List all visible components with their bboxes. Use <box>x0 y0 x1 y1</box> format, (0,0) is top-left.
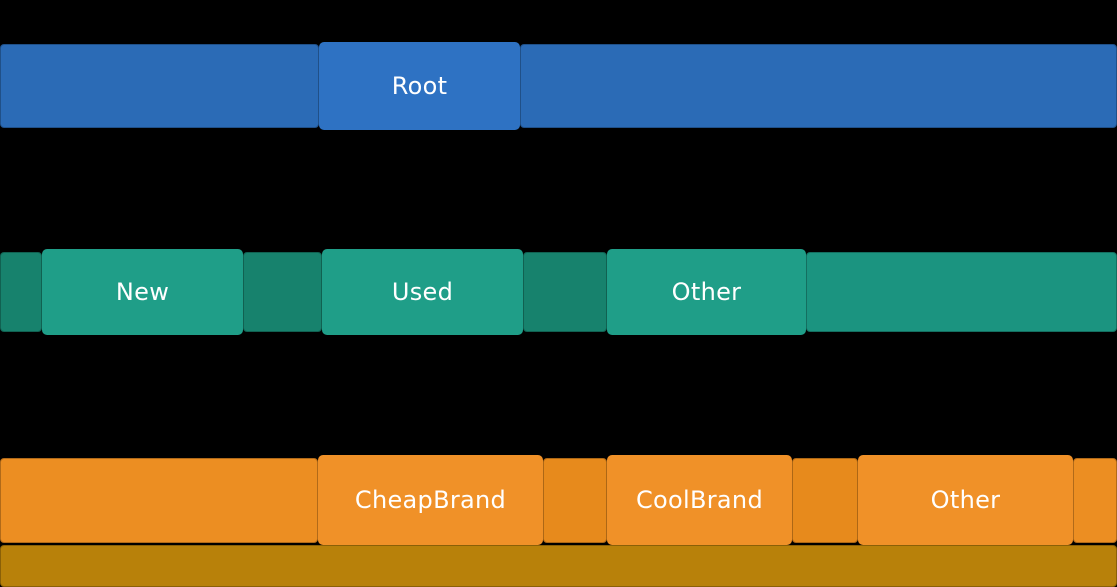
segment-depth0-right[interactable] <box>520 44 1117 128</box>
segment-depth2-c[interactable] <box>792 458 858 543</box>
segment-depth1-d[interactable] <box>806 252 1117 332</box>
node-coolbrand[interactable]: CoolBrand <box>607 455 792 545</box>
node-label: CheapBrand <box>354 486 507 514</box>
node-cheapbrand[interactable]: CheapBrand <box>318 455 543 545</box>
segment-depth2-d[interactable] <box>1073 458 1117 543</box>
segment-depth3-strip[interactable] <box>0 545 1117 587</box>
node-label: Root <box>391 72 448 100</box>
node-other-condition[interactable]: Other <box>607 249 806 335</box>
node-other-brand[interactable]: Other <box>858 455 1073 545</box>
segment-depth0-left[interactable] <box>0 44 319 128</box>
segment-depth1-b[interactable] <box>243 252 322 332</box>
segment-depth1-c[interactable] <box>523 252 607 332</box>
segment-depth2-b[interactable] <box>543 458 607 543</box>
node-used[interactable]: Used <box>322 249 523 335</box>
node-label: New <box>115 278 170 306</box>
node-label: Other <box>671 278 742 306</box>
node-label: Used <box>391 278 454 306</box>
node-label: Other <box>930 486 1001 514</box>
segment-depth1-a[interactable] <box>0 252 42 332</box>
node-new[interactable]: New <box>42 249 243 335</box>
node-root[interactable]: Root <box>319 42 520 130</box>
node-label: CoolBrand <box>636 486 763 514</box>
segment-depth2-a[interactable] <box>0 458 318 543</box>
